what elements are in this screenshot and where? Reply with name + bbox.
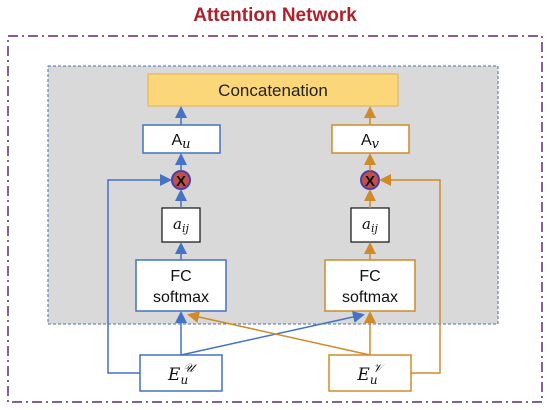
outer-frame (7, 35, 543, 403)
a-u-label: Au (171, 132, 190, 152)
arrow-eu-right-bypass-to-mult (379, 174, 441, 374)
e-u-left-label: Eu𝒰 (167, 361, 197, 387)
fc-right-line2: softmax (342, 289, 398, 306)
arrow-eu-right-to-fc-left (187, 311, 371, 356)
multiply-right-label: X (365, 173, 375, 190)
a-v-label: Av (361, 132, 380, 152)
fc-right-line1: FC (359, 268, 380, 285)
e-u-left-box (139, 354, 223, 392)
fc-left-line2: softmax (153, 289, 209, 306)
arrow-eu-left-to-fc-right (180, 311, 365, 356)
inner-panel (47, 65, 499, 325)
aij-right-label: aij (362, 215, 378, 235)
a-v-box (331, 124, 410, 154)
fc-left-line1: FC (170, 268, 191, 285)
e-u-right-box (328, 354, 412, 392)
a-u-box (142, 124, 221, 154)
aij-left-label: aij (173, 215, 189, 235)
diagram-title: Attention Network (193, 5, 357, 26)
concatenation-box (147, 73, 399, 107)
aij-right-box (350, 207, 390, 243)
arrow-eu-left-bypass-to-mult (107, 174, 172, 374)
concatenation-label: Concatenation (218, 81, 328, 100)
multiply-left-label: X (176, 173, 186, 190)
